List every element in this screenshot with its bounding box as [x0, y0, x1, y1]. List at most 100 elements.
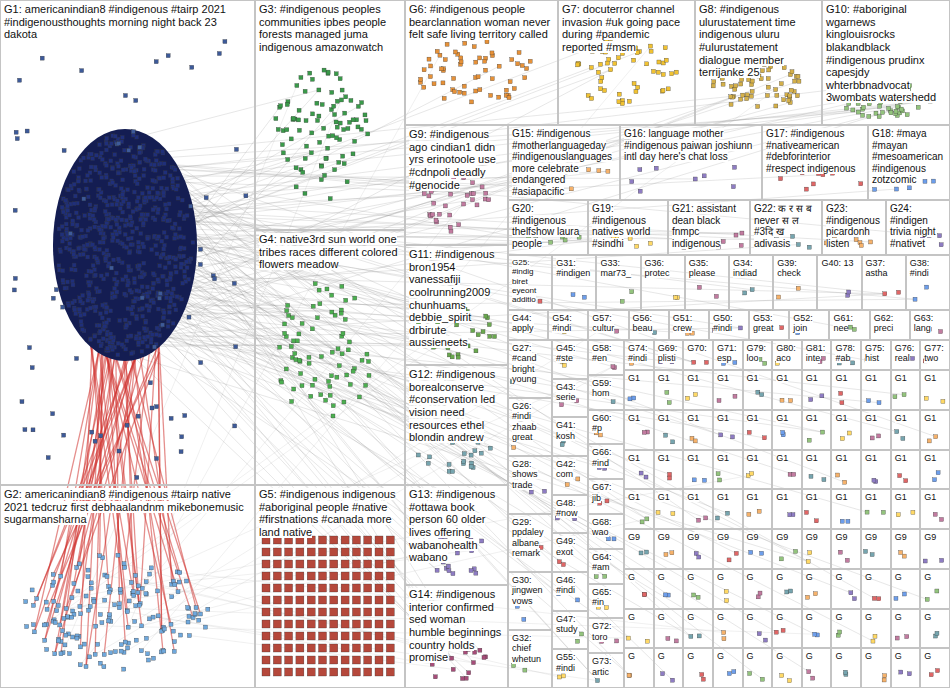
vertex-mark: [427, 57, 431, 61]
vertex-mark: [804, 510, 808, 514]
vertex-mark: [462, 202, 466, 206]
vertex-mark: [63, 286, 67, 290]
vertex-mark: [86, 228, 90, 232]
vertex-mark: [130, 352, 134, 356]
vertex-mark: [449, 192, 453, 196]
vertex-mark: [98, 196, 102, 200]
vertex-mark: [78, 605, 82, 609]
edge-line: [151, 339, 822, 432]
edge-line: [107, 250, 873, 641]
vertex-mark: [64, 222, 68, 226]
vertex-mark: [85, 173, 89, 177]
vertex-mark: [797, 79, 801, 83]
vertex-mark: [142, 261, 146, 265]
vertex-mark: [711, 84, 715, 88]
vertex-mark: [428, 75, 432, 79]
vertex-mark: [474, 60, 478, 64]
vertex-mark: [89, 179, 93, 183]
vertex-mark: [749, 94, 753, 98]
vertex-mark: [198, 612, 202, 616]
vertex-mark: [343, 111, 347, 115]
vertex-mark: [674, 70, 678, 74]
vertex-mark: [668, 472, 672, 476]
edge-line: [131, 106, 358, 238]
vertex-mark: [101, 303, 105, 307]
vertex-mark: [342, 162, 346, 166]
vertex-mark: [472, 192, 476, 196]
vertex-mark: [600, 76, 604, 80]
vertex-mark: [861, 105, 865, 109]
vertex-mark: [733, 361, 737, 365]
vertex-mark: [144, 592, 148, 596]
vertex-mark: [443, 204, 447, 208]
vertex-mark: [322, 126, 326, 130]
vertex-mark: [911, 510, 915, 514]
vertex-mark: [484, 314, 488, 318]
vertex-mark: [782, 98, 786, 102]
vertex-mark: [131, 210, 135, 214]
vertex-mark: [877, 401, 881, 405]
vertex-mark: [99, 151, 103, 155]
vertex-mark: [664, 433, 668, 437]
vertex-mark: [738, 326, 742, 330]
vertex-mark: [100, 175, 104, 179]
vertex-mark: [462, 84, 466, 88]
vertex-mark: [123, 232, 127, 236]
vertex-mark: [160, 150, 164, 154]
vertex-mark: [66, 615, 70, 619]
vertex-mark: [162, 243, 166, 247]
vertex-mark: [896, 513, 900, 517]
vertex-mark: [132, 277, 136, 281]
vertex-mark: [478, 56, 482, 60]
vertex-mark: [811, 182, 815, 186]
vertex-mark: [367, 373, 371, 377]
vertex-mark: [45, 607, 49, 611]
vertex-mark: [319, 355, 323, 359]
vertex-mark: [877, 434, 881, 438]
vertex-mark: [155, 252, 159, 256]
vertex-mark: [93, 309, 97, 313]
vertex-mark: [576, 639, 580, 643]
vertex-mark: [110, 203, 114, 207]
vertex-mark: [40, 56, 44, 60]
vertex-mark: [870, 436, 874, 440]
vertex-mark: [934, 435, 938, 439]
vertex-mark: [904, 479, 908, 483]
vertex-mark: [125, 423, 129, 427]
vertex-mark: [156, 614, 160, 618]
vertex-mark: [98, 143, 102, 147]
vertex-mark: [512, 87, 516, 91]
vertex-mark: [94, 624, 98, 628]
vertex-mark: [20, 400, 24, 404]
vertex-mark: [104, 310, 108, 314]
vertex-mark: [127, 264, 131, 268]
vertex-mark: [88, 203, 92, 207]
vertex-mark: [123, 640, 127, 644]
vertex-mark: [184, 579, 188, 583]
vertex-mark: [167, 202, 171, 206]
vertex-mark: [730, 435, 734, 439]
vertex-mark: [77, 167, 81, 171]
vertex-mark: [750, 79, 754, 83]
vertex-mark: [471, 329, 475, 333]
vertex-mark: [116, 164, 120, 168]
vertex-mark: [32, 630, 36, 634]
vertex-mark: [760, 393, 764, 397]
vertex-mark: [53, 652, 57, 656]
vertex-mark: [351, 118, 355, 122]
vertex-mark: [148, 381, 152, 385]
vertex-mark: [443, 58, 447, 62]
vertex-mark: [777, 295, 781, 299]
vertex-mark: [86, 298, 90, 302]
vertex-mark: [64, 633, 68, 637]
vertex-mark: [114, 282, 118, 286]
vertex-mark: [666, 87, 670, 91]
vertex-mark: [62, 148, 66, 152]
vertex-mark: [334, 136, 338, 140]
vertex-mark: [56, 604, 60, 608]
vertex-mark: [105, 575, 109, 579]
vertex-mark: [562, 363, 566, 367]
vertex-mark: [86, 255, 90, 259]
vertex-mark: [68, 242, 72, 246]
edge-line: [104, 200, 845, 482]
